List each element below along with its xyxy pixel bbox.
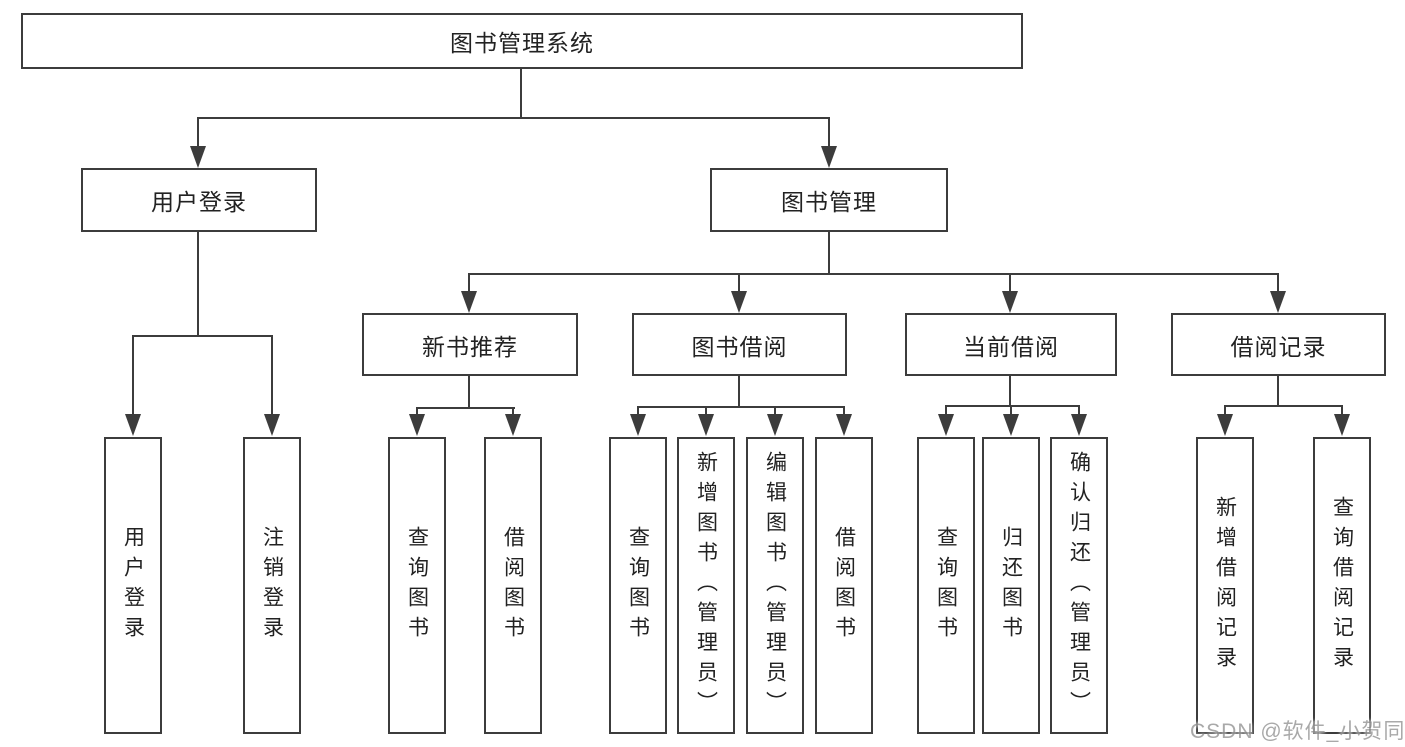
arrowhead-down [630, 414, 646, 436]
node-borrowing-records: 借阅记录 [1171, 313, 1386, 376]
node-new-book-recommend: 新书推荐 [362, 313, 578, 376]
connector-drop [774, 406, 776, 416]
leaf-add-books-admin: 新增图书（管理员） [677, 437, 735, 734]
leaf-label: 注销登录 [260, 525, 284, 646]
connector-user-login-stem [197, 232, 199, 337]
leaf-label: 借阅图书 [832, 525, 856, 646]
node-label: 新书推荐 [422, 333, 518, 360]
connector-drop [828, 117, 830, 148]
leaf-query-borrow-record: 查询借阅记录 [1313, 437, 1371, 734]
arrowhead-down [1071, 414, 1087, 436]
leaf-edit-books-admin: 编辑图书（管理员） [746, 437, 804, 734]
leaf-label: 新增图书（管理员） [694, 450, 718, 721]
leaf-label: 用户登录 [121, 525, 145, 646]
connector-root-branch [197, 117, 830, 119]
connector-drop [738, 273, 740, 293]
leaf-label: 借阅图书 [501, 525, 525, 646]
connector-drop [1224, 405, 1226, 416]
arrowhead-down [505, 414, 521, 436]
arrowhead-down [264, 414, 280, 436]
connector-borrowing-records-branch [1224, 405, 1343, 407]
arrowhead-down [731, 291, 747, 313]
leaf-return-books: 归还图书 [982, 437, 1040, 734]
node-user-login: 用户登录 [81, 168, 317, 232]
connector-drop [197, 117, 199, 148]
arrowhead-down [190, 146, 206, 168]
connector-current-borrowing-branch [945, 405, 1080, 407]
leaf-label: 查询图书 [934, 525, 958, 646]
arrowhead-down [767, 414, 783, 436]
leaf-label: 归还图书 [999, 525, 1023, 646]
node-label: 图书借阅 [691, 333, 788, 360]
node-label: 用户登录 [151, 189, 247, 215]
connector-drop [1009, 273, 1011, 293]
node-book-borrowing: 图书借阅 [632, 313, 847, 376]
leaf-borrow-books-borrowing: 借阅图书 [815, 437, 873, 734]
connector-drop [1277, 273, 1279, 293]
arrowhead-down [1270, 291, 1286, 313]
connector-book-borrowing-stem [738, 376, 740, 408]
connector-drop [843, 406, 845, 416]
leaf-user-login: 用户登录 [104, 437, 162, 734]
leaf-add-borrow-record: 新增借阅记录 [1196, 437, 1254, 734]
node-label: 当前借阅 [963, 333, 1059, 360]
node-library-management-system: 图书管理系统 [21, 13, 1023, 69]
connector-drop [1010, 405, 1012, 416]
node-current-borrowing: 当前借阅 [905, 313, 1117, 376]
connector-drop [705, 406, 707, 416]
arrowhead-down [1002, 291, 1018, 313]
node-label: 借阅记录 [1230, 333, 1327, 360]
csdn-watermark: CSDN @软件_小贺同学 [1190, 720, 1405, 743]
leaf-query-books-borrowing: 查询图书 [609, 437, 667, 734]
connector-drop [945, 405, 947, 416]
connector-book-management-stem [828, 232, 830, 275]
leaf-logout: 注销登录 [243, 437, 301, 734]
leaf-confirm-return-admin: 确认归还（管理员） [1050, 437, 1108, 734]
arrowhead-down [461, 291, 477, 313]
arrowhead-down [938, 414, 954, 436]
node-label: 图书管理 [781, 189, 877, 215]
connector-user-login-branch [132, 335, 273, 337]
connector-drop [1078, 405, 1080, 416]
leaf-query-books-current: 查询图书 [917, 437, 975, 734]
connector-book-management-branch [468, 273, 1279, 275]
arrowhead-down [821, 146, 837, 168]
arrowhead-down [698, 414, 714, 436]
node-book-management: 图书管理 [710, 168, 948, 232]
connector-drop [468, 273, 470, 293]
connector-book-borrowing-branch [637, 406, 845, 408]
connector-drop [512, 407, 514, 416]
leaf-query-books-recommend: 查询图书 [388, 437, 446, 734]
connector-drop [637, 406, 639, 416]
connector-new-book-stem [468, 376, 470, 409]
leaf-label: 确认归还（管理员） [1067, 450, 1091, 721]
arrowhead-down [836, 414, 852, 436]
arrowhead-down [1334, 414, 1350, 436]
arrowhead-down [125, 414, 141, 436]
connector-drop [416, 407, 418, 416]
connector-drop [132, 335, 134, 415]
connector-drop [271, 335, 273, 415]
connector-root-stem [520, 68, 522, 118]
leaf-borrow-books-recommend: 借阅图书 [484, 437, 542, 734]
connector-borrowing-records-stem [1277, 376, 1279, 407]
leaf-label: 编辑图书（管理员） [763, 450, 787, 721]
arrowhead-down [1003, 414, 1019, 436]
connector-new-book-branch [416, 407, 515, 409]
connector-current-borrowing-stem [1009, 376, 1011, 407]
leaf-label: 查询借阅记录 [1330, 495, 1354, 676]
arrowhead-down [1217, 414, 1233, 436]
connector-drop [1341, 405, 1343, 416]
node-label: 图书管理系统 [450, 30, 594, 56]
leaf-label: 查询图书 [626, 525, 650, 646]
arrowhead-down [409, 414, 425, 436]
leaf-label: 新增借阅记录 [1213, 495, 1237, 676]
leaf-label: 查询图书 [405, 525, 429, 646]
